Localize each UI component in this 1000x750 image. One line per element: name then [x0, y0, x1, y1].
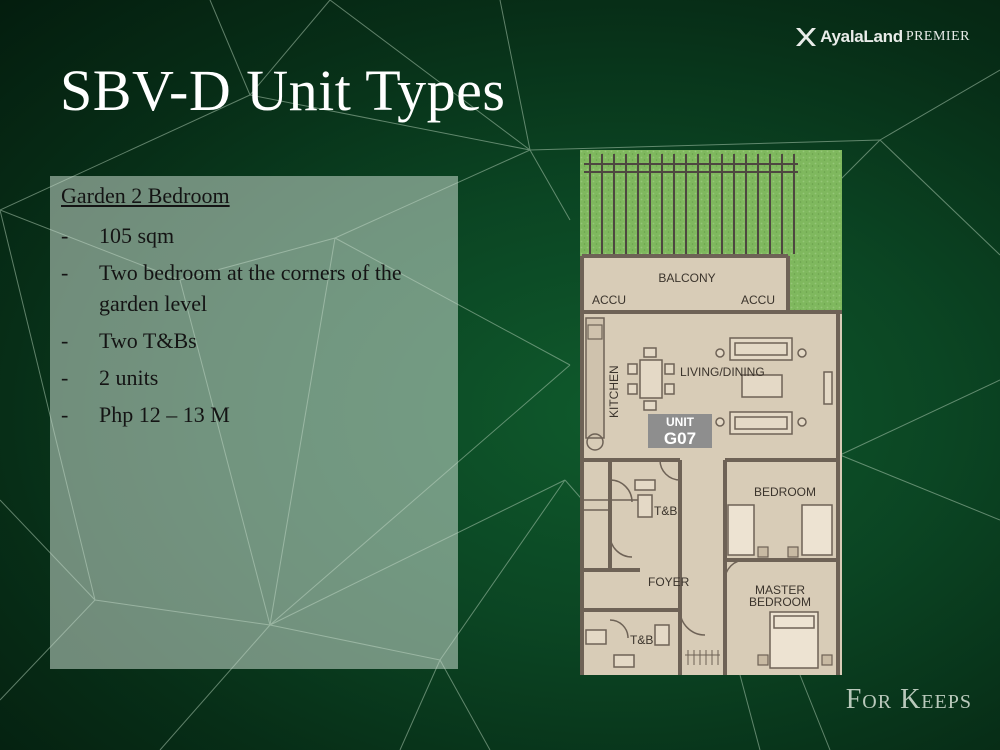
- unit-tag: [648, 414, 712, 448]
- tb-label-1: T&B: [654, 504, 677, 518]
- floor-plan: BALCONY ACCU ACCU KITCHEN LIVING/DINING …: [580, 150, 842, 675]
- beds: [727, 504, 833, 669]
- sofa-set: [715, 337, 833, 435]
- master-bedroom-label-2: BEDROOM: [749, 595, 811, 609]
- accu-left-label: ACCU: [592, 293, 626, 307]
- ayala-x-logo-icon: [796, 28, 817, 46]
- detail-price: Php 12 – 13 M: [99, 402, 230, 427]
- list-item: -Two T&Bs: [61, 325, 446, 356]
- brand-name: AyalaLand: [820, 27, 903, 46]
- tagline: For Keeps: [845, 684, 972, 715]
- list-item: -2 units: [61, 362, 446, 393]
- detail-bathrooms: Two T&Bs: [99, 328, 197, 353]
- garden-trellis: [584, 154, 798, 254]
- unit-type-heading: Garden 2 Bedroom: [61, 183, 230, 208]
- list-item: -Php 12 – 13 M: [61, 399, 446, 430]
- detail-layout: Two bedroom at the corners of the garden…: [99, 260, 402, 316]
- list-item: -105 sqm: [61, 220, 446, 251]
- detail-units: 2 units: [99, 365, 159, 390]
- master-bedroom-label-1: MASTER: [755, 583, 805, 597]
- unit-details-panel: Garden 2 Bedroom -105 sqm -Two bedroom a…: [50, 176, 458, 669]
- dining-set: [627, 347, 675, 411]
- kitchen-label: KITCHEN: [607, 365, 621, 418]
- unit-code: G07: [664, 429, 696, 448]
- tb-label-2: T&B: [630, 633, 653, 647]
- unit-label: UNIT: [666, 415, 695, 429]
- living-dining-label: LIVING/DINING: [680, 365, 765, 379]
- bedroom-label: BEDROOM: [754, 485, 816, 499]
- accu-right-label: ACCU: [741, 293, 775, 307]
- slide-title: SBV-D Unit Types: [60, 58, 506, 123]
- balcony-label: BALCONY: [658, 271, 715, 285]
- brand-logo: AyalaLandPremier: [795, 27, 970, 47]
- unit-details-list: -105 sqm -Two bedroom at the corners of …: [61, 220, 446, 436]
- foyer-label: FOYER: [648, 575, 690, 589]
- brand-sub: Premier: [905, 29, 970, 44]
- detail-area: 105 sqm: [99, 223, 175, 248]
- list-item: -Two bedroom at the corners of the garde…: [61, 257, 446, 319]
